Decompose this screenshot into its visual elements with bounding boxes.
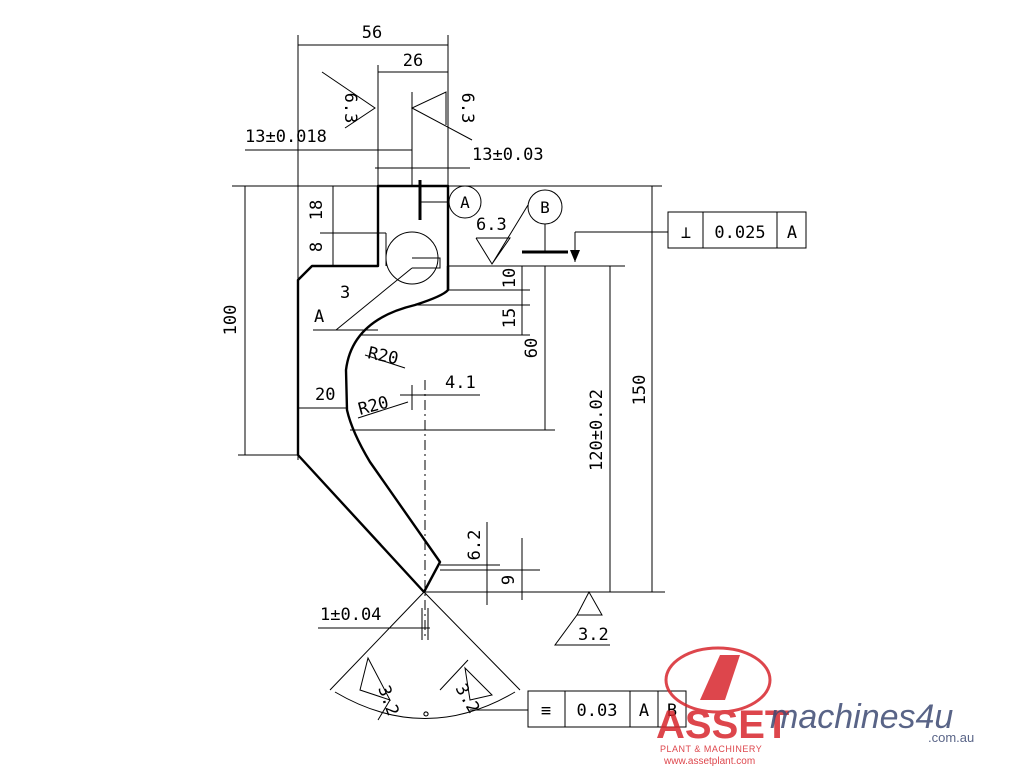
dim-3: 3 [340,283,350,303]
machines4u-watermark: machines4u .com.au [770,698,974,745]
datum-b: B [522,189,568,254]
perp-datum: A [787,223,797,243]
dim-3-2-a: 3.2 [373,683,402,719]
dim-60: 60 [522,338,542,358]
roughness-left [321,71,376,129]
dim-6-3-mid: 6.3 [476,215,507,235]
datum-a-label: A [460,193,470,212]
dim-13-03: 13±0.03 [472,145,544,165]
asset-url: www.assetplant.com [663,756,755,767]
angle-mark: ° [421,709,431,729]
dim-6-3-left: 6.3 [340,93,360,124]
dim-120: 120±0.02 [587,389,607,471]
part-profile [296,184,450,594]
asset-logo-ring [664,646,772,714]
dim-13-018: 13±0.018 [245,127,327,147]
sym-datum-1: A [639,701,649,721]
m4u-logo-text: machines4u [770,698,953,736]
roughness-mid [475,204,529,265]
dimension-texts: 56 26 6.3 6.3 13±0.018 13±0.03 6.3 18 8 … [221,23,650,729]
roughness-base [554,590,610,646]
sym-tolerance: 0.03 [577,701,618,721]
dim-9: 9 [499,575,519,585]
part-outline [296,184,450,594]
roughness-symbols [321,71,610,721]
m4u-tld: .com.au [928,730,974,745]
dim-150: 150 [630,375,650,406]
roughness-angle-b [439,659,493,701]
sym-datum-2: B [667,701,677,721]
fcf-perpendicularity: ⊥ 0.025 A [667,211,807,249]
dim-3-2-b: 3.2 [451,681,484,718]
dim-20: 20 [315,385,335,405]
datum-a: A [418,180,482,220]
asset-logo-text: ASSET [656,703,789,747]
dim-1-04: 1±0.04 [320,605,381,625]
dimension-lines [232,35,668,719]
dim-r20-top: R20 [366,343,400,369]
dim-100: 100 [221,305,241,336]
dim-3-2-right: 3.2 [578,625,609,645]
perp-tolerance: 0.025 [714,223,765,243]
dim-18: 18 [307,200,327,220]
sym-symbol: ≡ [541,701,551,721]
dim-10: 10 [500,268,520,288]
dim-4-1: 4.1 [445,373,476,393]
dim-26: 26 [403,51,423,71]
datum-b-label: B [540,198,550,217]
dim-6-2: 6.2 [465,530,485,561]
dim-r20-bottom: R20 [356,393,391,420]
dim-6-3-right: 6.3 [457,93,477,124]
label-a: A [314,307,324,327]
roughness-right [410,91,473,141]
dim-8: 8 [307,242,327,252]
asset-logo-mark [700,655,740,700]
asset-watermark: ASSET PLANT & MACHINERY www.assetplant.c… [656,646,789,767]
perp-symbol: ⊥ [681,223,691,243]
fcf-symmetry: ≡ 0.03 A B [527,690,687,728]
dim-15: 15 [500,308,520,328]
roughness-angle-a [359,656,392,721]
asset-tagline: PLANT & MACHINERY [660,744,762,754]
dim-56: 56 [362,23,382,43]
